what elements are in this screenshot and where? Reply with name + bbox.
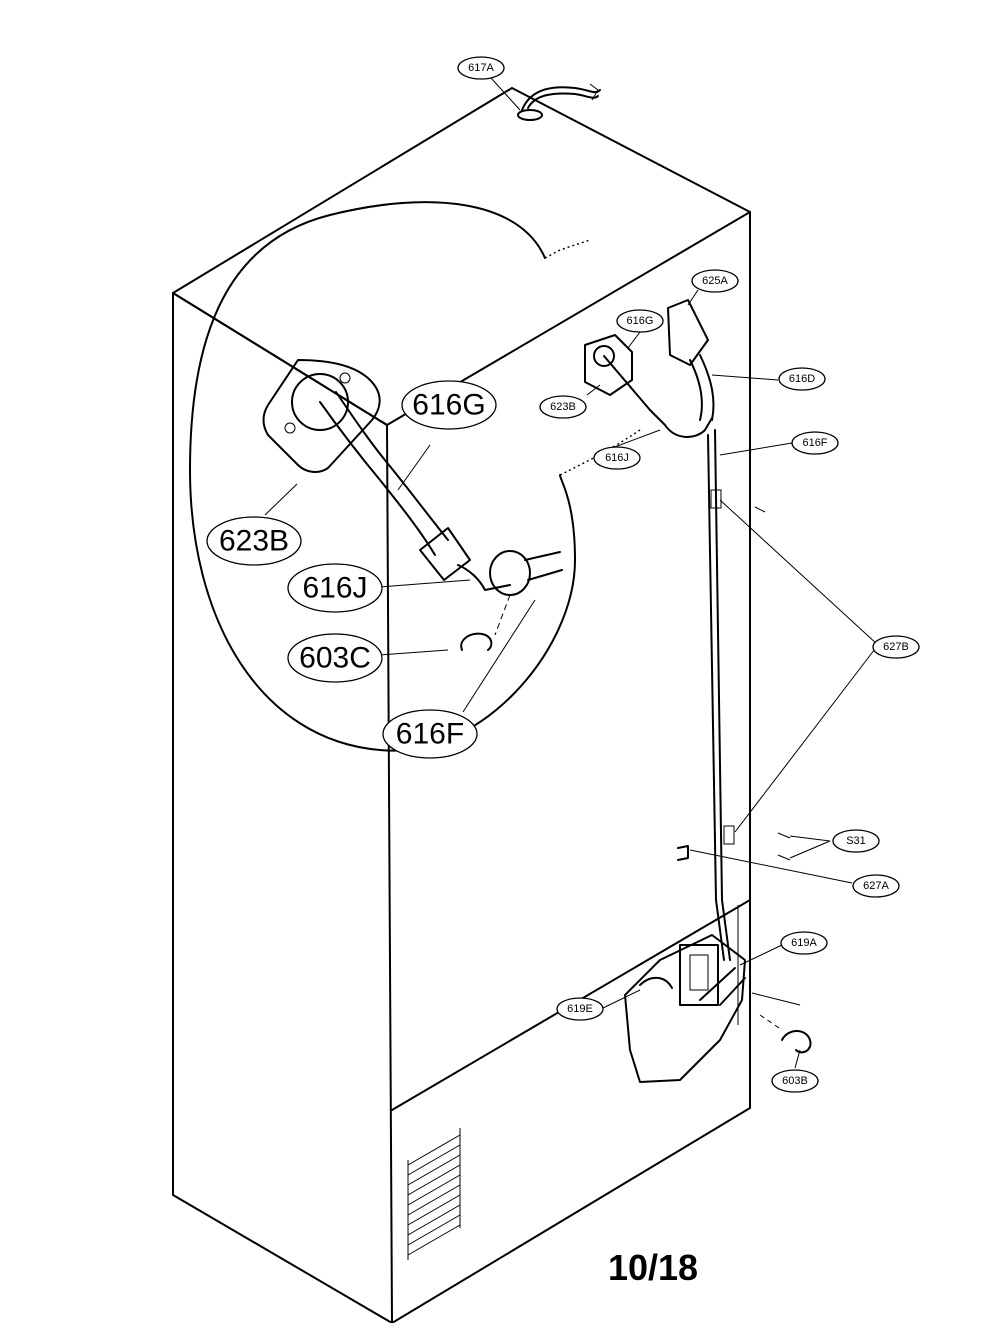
svg-text:619A: 619A xyxy=(791,937,817,949)
page-number: 10/18 xyxy=(608,1247,698,1288)
top-inlet-pipe xyxy=(517,83,601,121)
detail-callout-623B: 623B xyxy=(206,516,302,566)
callout-617A: 617A xyxy=(457,56,505,80)
callout-603B: 603B xyxy=(771,1069,819,1093)
detail-callout-603C: 603C xyxy=(287,633,383,683)
water-line-assembly xyxy=(584,299,791,961)
callout-619A: 619A xyxy=(780,931,828,955)
svg-text:616F: 616F xyxy=(396,718,464,751)
detail-callout-616J: 616J xyxy=(287,563,383,613)
callout-625A: 625A xyxy=(691,269,739,293)
callout-616G: 616G xyxy=(616,309,664,333)
detail-view xyxy=(189,201,641,752)
svg-text:627A: 627A xyxy=(863,880,889,892)
callout-616J: 616J xyxy=(593,446,641,470)
svg-text:616F: 616F xyxy=(802,437,827,449)
svg-text:623B: 623B xyxy=(550,401,576,413)
svg-text:625A: 625A xyxy=(702,275,728,287)
detail-callout-616F: 616F xyxy=(382,709,478,759)
callout-616F: 616F xyxy=(791,431,839,455)
svg-text:S31: S31 xyxy=(846,835,866,847)
callout-627B: 627B xyxy=(872,635,920,659)
callout-S31: S31 xyxy=(832,829,880,853)
callout-627A: 627A xyxy=(852,874,900,898)
svg-text:619E: 619E xyxy=(567,1003,593,1015)
svg-text:616J: 616J xyxy=(302,572,367,605)
detail-callout-616G: 616G xyxy=(401,380,497,430)
svg-text:603C: 603C xyxy=(299,642,371,675)
svg-text:616D: 616D xyxy=(789,373,815,385)
svg-text:627B: 627B xyxy=(883,641,909,653)
vent-grille xyxy=(407,1128,461,1260)
svg-text:616J: 616J xyxy=(605,452,629,464)
svg-text:616G: 616G xyxy=(412,389,485,422)
callout-616D: 616D xyxy=(778,367,826,391)
water-valve-assembly xyxy=(624,934,812,1083)
refrigerator-cabinet xyxy=(172,87,751,1323)
svg-text:623B: 623B xyxy=(219,525,289,558)
callout-619E: 619E xyxy=(556,997,604,1021)
leader-lines xyxy=(481,67,879,1069)
svg-text:603B: 603B xyxy=(782,1075,808,1087)
svg-text:617A: 617A xyxy=(468,62,494,74)
svg-text:616G: 616G xyxy=(627,315,654,327)
callout-623B: 623B xyxy=(539,395,587,419)
